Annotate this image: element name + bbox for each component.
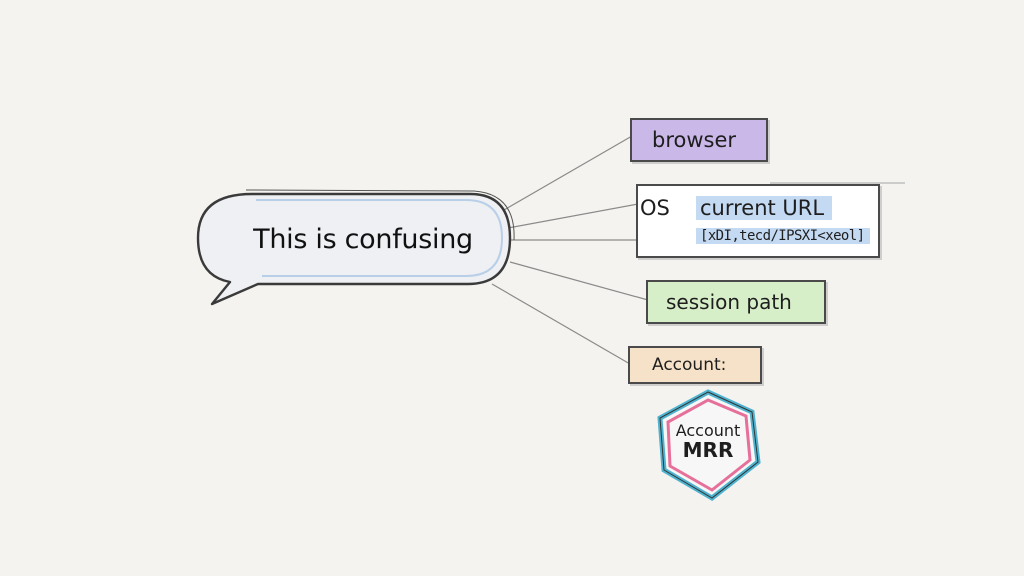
badge-line-1: Account — [675, 421, 741, 441]
url-value: [xDI,tecd/IPSXI<xeol] — [696, 228, 871, 244]
speech-bubble — [196, 189, 515, 306]
session-path-box: session path — [646, 280, 826, 324]
os-url-box: OS current URL [xDI,tecd/IPSXI<xeol] — [636, 184, 880, 258]
account-box: Account: — [628, 346, 762, 384]
os-label: OS — [640, 196, 670, 220]
account-mrr-badge — [657, 389, 761, 502]
bubble-text: This is confusing — [253, 223, 473, 255]
connector-session — [509, 261, 649, 301]
connector-lines — [491, 135, 905, 365]
account-label: Account: — [652, 355, 727, 375]
connector-browser — [503, 135, 633, 211]
browser-label: browser — [652, 128, 737, 152]
browser-box: browser — [630, 118, 768, 162]
session-path-label: session path — [666, 290, 792, 314]
connector-account — [491, 283, 631, 365]
badge-line-2: MRR — [682, 437, 734, 462]
badge-text: Account MRR — [662, 414, 754, 470]
connector-os — [507, 203, 639, 229]
current-url-label: current URL — [696, 196, 833, 220]
